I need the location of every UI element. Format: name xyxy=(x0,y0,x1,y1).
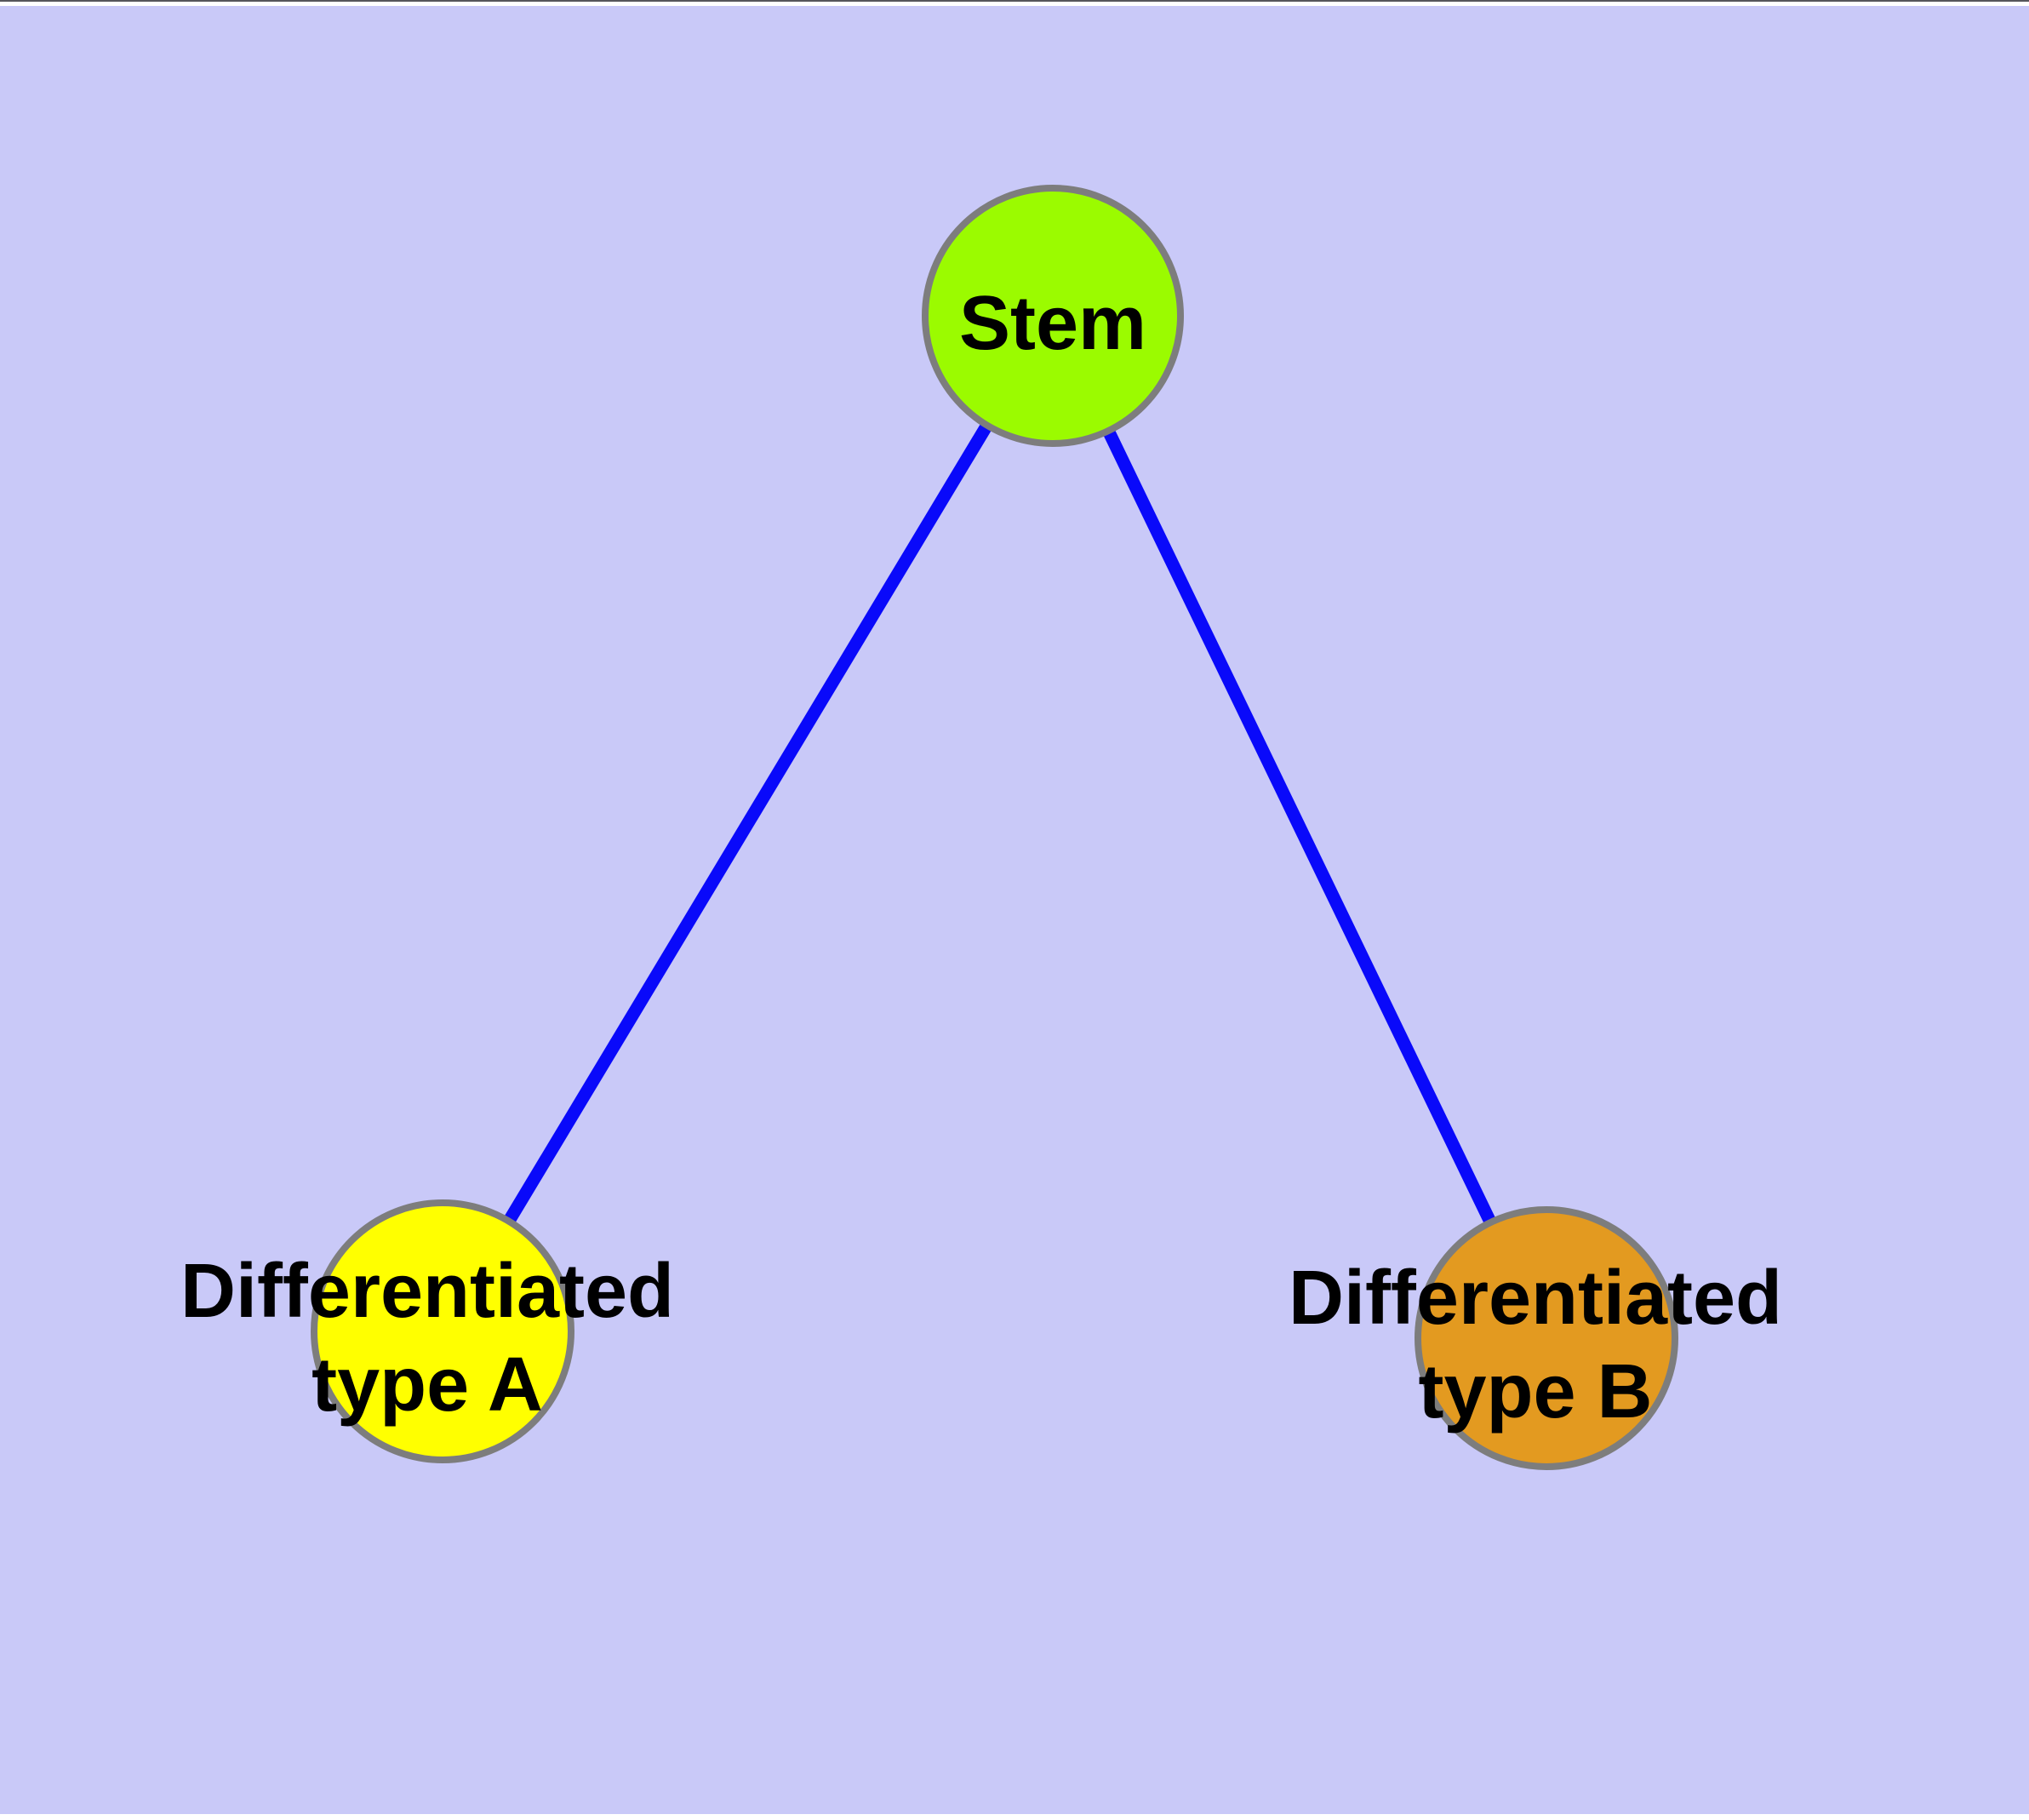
edge-stem-to-type-b xyxy=(1047,312,1552,1342)
type-a-node-label-line2: type A xyxy=(311,1342,543,1428)
frame-bottom-white-line xyxy=(0,1814,2029,1820)
node-stem: Stem xyxy=(922,185,1184,447)
stem-node-label: Stem xyxy=(959,281,1146,366)
type-a-node-circle xyxy=(311,1199,574,1463)
node-differentiated-type-b: Differentiated type B xyxy=(1289,1206,1782,1470)
edge-layer xyxy=(437,312,1552,1342)
node-layer: Stem Differentiated type A Differentiate… xyxy=(180,185,1782,1470)
type-b-node-label-line1: Differentiated xyxy=(1289,1256,1782,1341)
frame-top-white-line xyxy=(0,2,2029,6)
type-b-node-label-line2: type B xyxy=(1418,1349,1652,1434)
type-b-node-circle xyxy=(1415,1206,1678,1470)
node-differentiated-type-a: Differentiated type A xyxy=(180,1199,674,1463)
type-a-node-label-line1: Differentiated xyxy=(180,1249,674,1334)
frame-top-dark-line xyxy=(0,0,2029,2)
edge-stem-to-type-a xyxy=(437,312,1059,1335)
stem-node-circle xyxy=(922,185,1184,447)
